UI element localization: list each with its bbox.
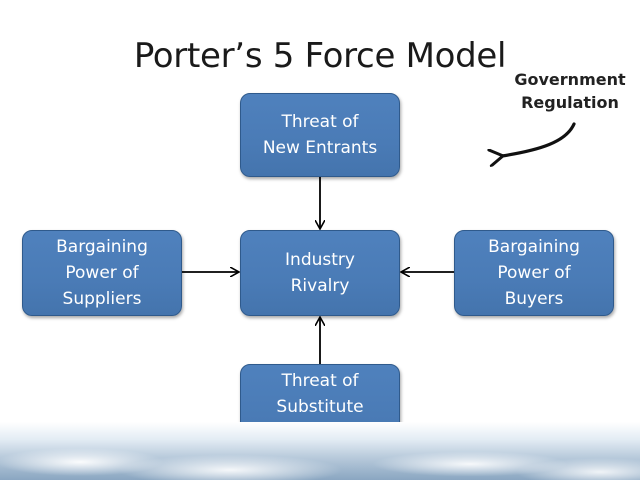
cloud-background-strip <box>0 422 640 480</box>
threat-of-new-entrants-box: Threat of New Entrants <box>240 93 400 177</box>
slide-title: Porter’s 5 Force Model <box>133 36 507 76</box>
government-curved-arrow <box>502 122 576 156</box>
government-regulation-note: Government Regulation <box>514 70 626 112</box>
buyer-power-box: Bargaining Power of Buyers <box>454 230 614 316</box>
supplier-power-box: Bargaining Power of Suppliers <box>22 230 182 316</box>
box-label: Bargaining Power of Suppliers <box>56 237 148 309</box>
industry-rivalry-box: Industry Rivalry <box>240 230 400 316</box>
box-label: Industry Rivalry <box>285 250 355 296</box>
box-label: Threat of New Entrants <box>262 112 378 158</box>
box-label: Bargaining Power of Buyers <box>488 237 580 309</box>
